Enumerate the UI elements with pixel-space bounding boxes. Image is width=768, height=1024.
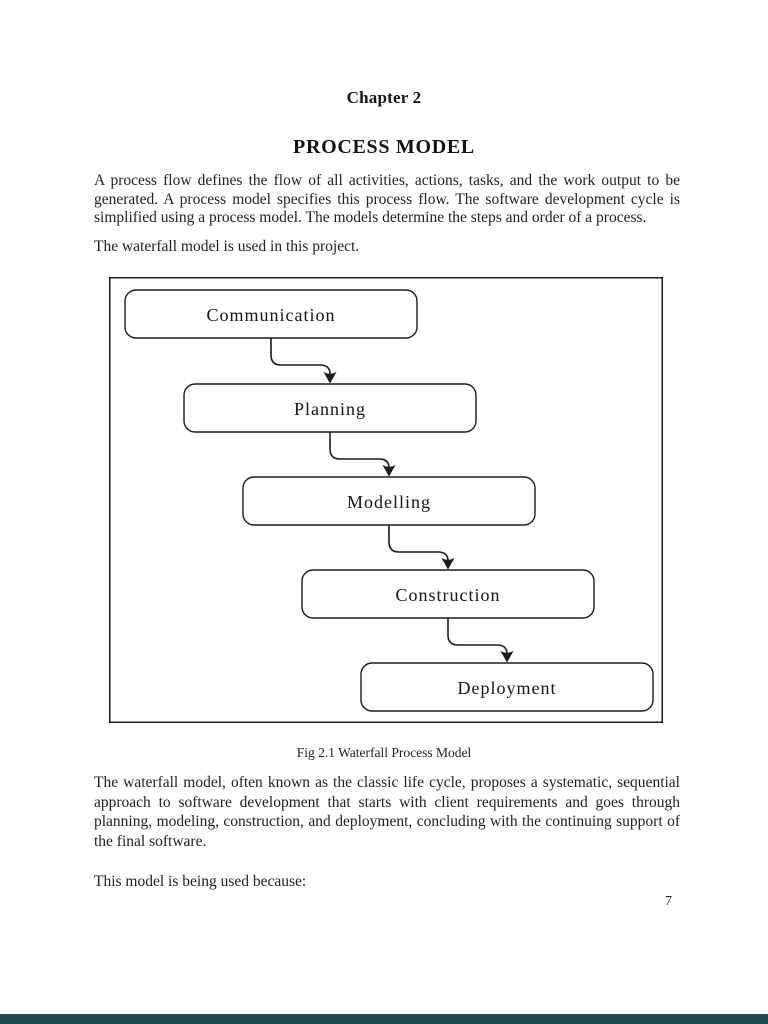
paragraph-line: simplified using a process model. The mo… [94,209,647,227]
paragraph-line: planning, modeling, construction, and de… [94,813,680,831]
intro-paragraph: A process flow defines the flow of all a… [94,172,680,228]
figure-caption: Fig 2.1 Waterfall Process Model [296,745,472,760]
flow-node-label: Communication [207,305,336,325]
viewer-footer-bar [0,1014,768,1024]
arrow-connector [388,525,449,562]
arrow-connector [447,618,508,655]
flow-node-planning: Planning [183,383,477,433]
paragraph-line: generated. A process model specifies thi… [94,190,680,208]
arrow-connector [270,338,331,375]
flow-node-deployment: Deployment [360,662,654,712]
waterfall-flowchart-figure: Communication Planning Modelling Constru… [109,277,663,723]
flow-node-label: Modelling [347,492,431,512]
model-used-sentence: The waterfall model is used in this proj… [94,238,360,255]
flow-node-label: Planning [294,399,366,419]
flow-node-label: Deployment [458,678,557,698]
chapter-title: Chapter 2 [346,88,422,107]
flow-node-communication: Communication [124,289,418,339]
arrowhead-icon [382,465,396,477]
reasons-lead-in-sentence: This model is being used because: [94,873,307,890]
paragraph-line: the final software. [94,832,207,850]
flow-node-modelling: Modelling [242,476,536,526]
section-title: PROCESS MODEL [293,136,475,158]
flow-node-construction: Construction [301,569,595,619]
paragraph-line: approach to software development that st… [94,793,680,811]
page-number: 7 [665,894,672,909]
paragraph-line: The waterfall model, often known as the … [94,774,680,791]
arrowhead-icon [323,372,337,384]
waterfall-description-paragraph: The waterfall model, often known as the … [94,773,680,851]
arrow-connector [329,432,390,469]
flow-node-label: Construction [396,585,501,605]
arrowhead-icon [500,651,514,663]
paragraph-line: A process flow defines the flow of all a… [94,172,680,189]
arrowhead-icon [441,558,455,570]
